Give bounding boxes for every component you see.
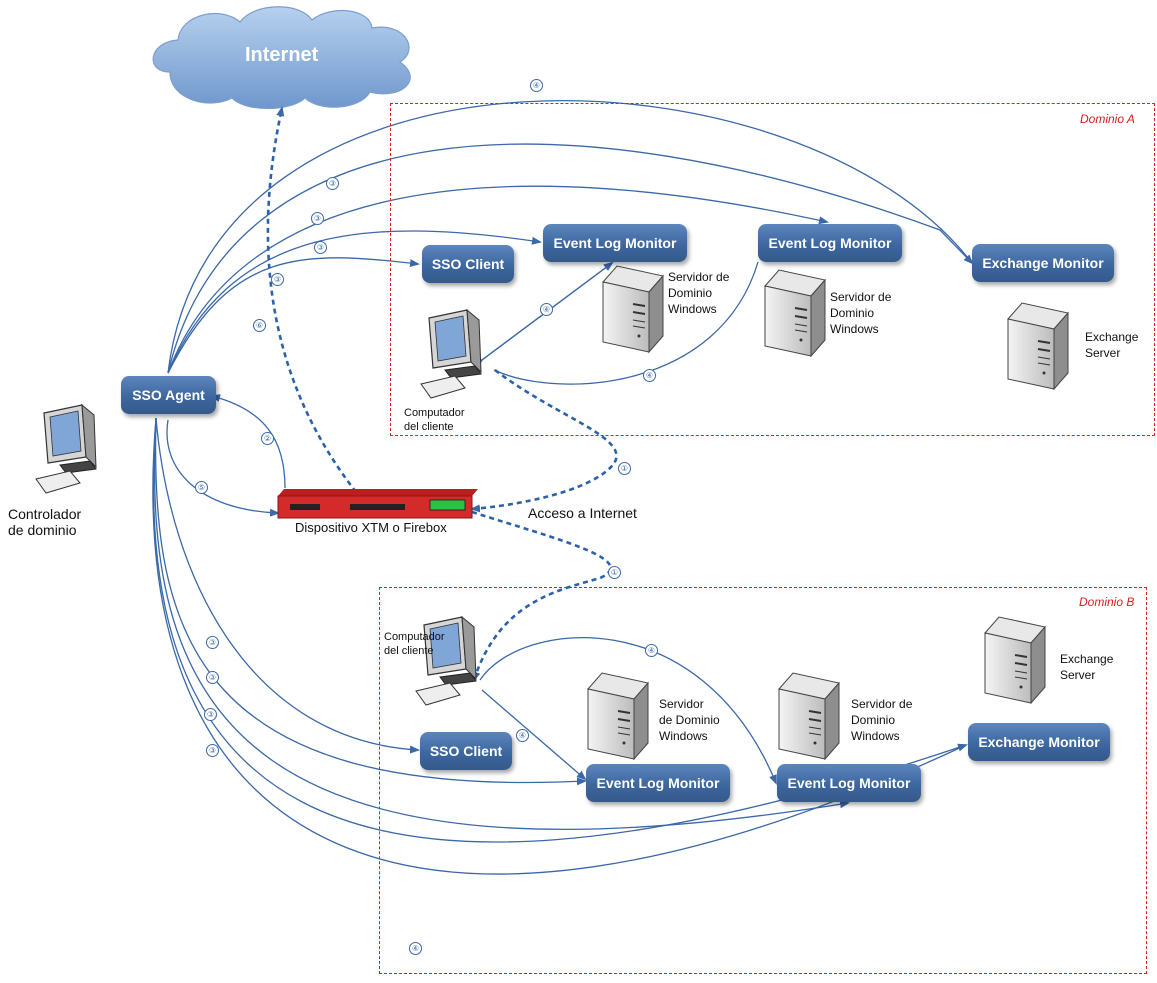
step-marker-5: ⑤ xyxy=(195,481,208,494)
step-marker-3: ③ xyxy=(206,671,219,684)
event-log-monitor-b2[interactable]: Event Log Monitor xyxy=(777,764,921,802)
domain-b-label: Dominio B xyxy=(1079,595,1135,609)
internet-label: Internet xyxy=(245,44,319,66)
step-marker-3: ③ xyxy=(206,636,219,649)
domain-a-box xyxy=(390,103,1155,436)
server-a2-label: Servidor de Dominio Windows xyxy=(830,290,892,336)
firebox-device xyxy=(277,489,478,519)
step-marker-3: ③ xyxy=(204,708,217,721)
exchange-monitor-a[interactable]: Exchange Monitor xyxy=(972,244,1114,282)
step-marker-3: ③ xyxy=(326,177,339,190)
step-marker-3: ③ xyxy=(206,744,219,757)
domain-controller-label: Controlador de dominio xyxy=(8,506,82,538)
step-marker-2: ② xyxy=(261,432,274,445)
internet-access-label: Acceso a Internet xyxy=(528,505,637,521)
domain-a-label: Dominio A xyxy=(1080,112,1135,126)
event-log-monitor-a1[interactable]: Event Log Monitor xyxy=(543,224,687,262)
domain-b-box xyxy=(379,587,1147,974)
sso-client-node-a[interactable]: SSO Client xyxy=(422,245,514,283)
dashed-connections xyxy=(266,106,618,682)
sso-agent-node[interactable]: SSO Agent xyxy=(121,376,216,414)
step-marker-4: ④ xyxy=(409,942,422,955)
step-marker-4: ④ xyxy=(540,303,553,316)
firebox-label: Dispositivo XTM o Firebox xyxy=(295,520,447,535)
step-marker-3: ③ xyxy=(271,273,284,286)
step-marker-1: ① xyxy=(608,566,621,579)
exchange-server-a-label: Exchange Server xyxy=(1085,330,1139,360)
step-marker-4: ④ xyxy=(643,369,656,382)
server-b1-label: Servidor de Dominio Windows xyxy=(659,697,720,743)
step-marker-4: ④ xyxy=(516,729,529,742)
exchange-monitor-b[interactable]: Exchange Monitor xyxy=(968,723,1110,761)
server-a1-label: Servidor de Dominio Windows xyxy=(668,270,730,316)
internet-cloud xyxy=(152,6,411,110)
step-marker-6: ⑥ xyxy=(253,319,266,332)
client-b-label: Computador del cliente xyxy=(384,631,445,657)
sso-client-node-b[interactable]: SSO Client xyxy=(420,732,512,770)
step-marker-4: ④ xyxy=(645,644,658,657)
domain-controller-computer xyxy=(35,404,97,494)
step-marker-3: ③ xyxy=(311,212,324,225)
step-marker-1: ① xyxy=(618,462,631,475)
step-marker-3: ③ xyxy=(314,241,327,254)
step-marker-4: ④ xyxy=(530,79,543,92)
exchange-server-b-label: Exchange Server xyxy=(1060,652,1114,682)
event-log-monitor-a2[interactable]: Event Log Monitor xyxy=(758,224,902,262)
client-a-label: Computador del cliente xyxy=(404,407,465,433)
server-b2-label: Servidor de Dominio Windows xyxy=(851,697,913,743)
event-log-monitor-b1[interactable]: Event Log Monitor xyxy=(586,764,730,802)
